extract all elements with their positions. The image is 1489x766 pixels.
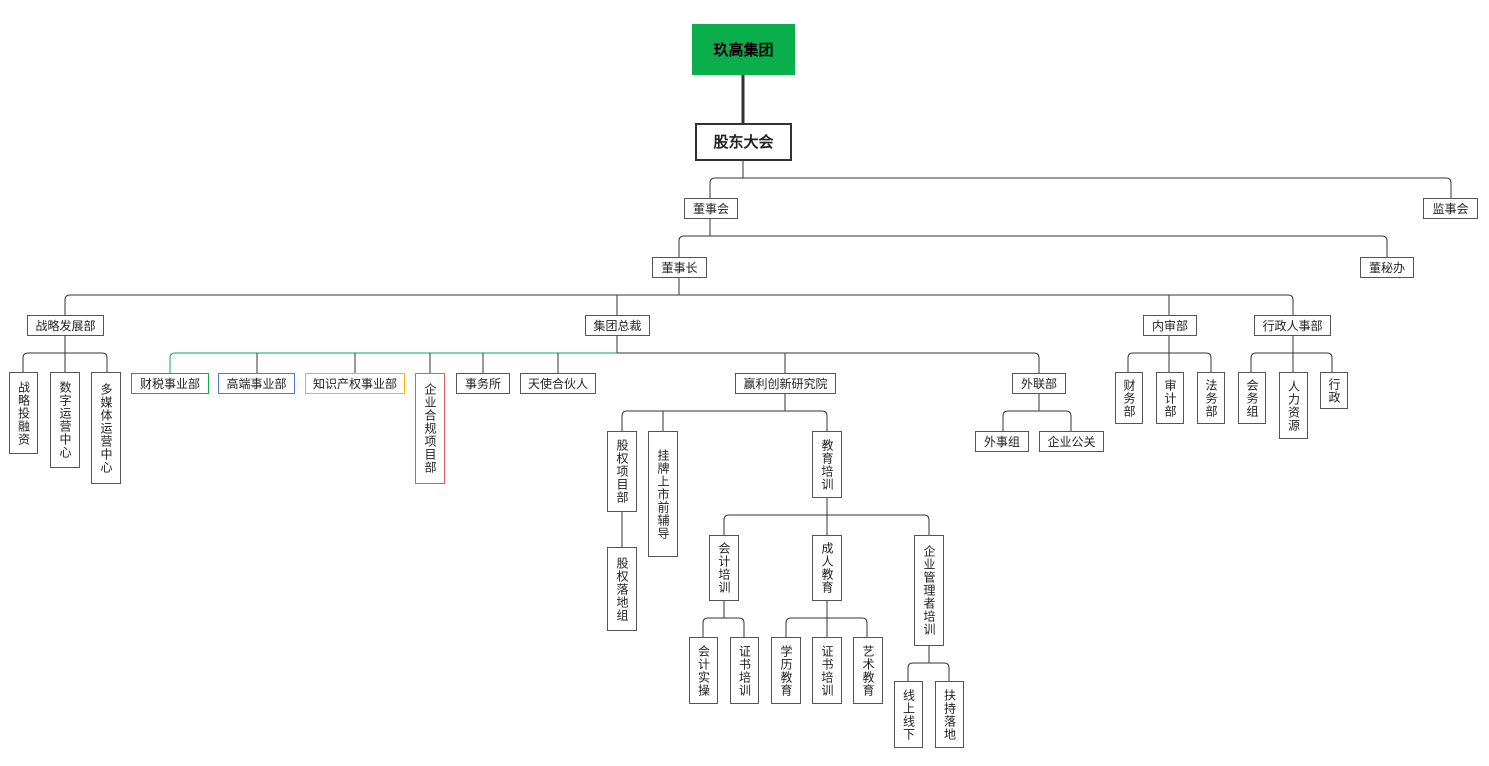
- edu-child-node: 会计培训: [709, 535, 739, 601]
- strategy-child-node: 多媒体运营中心: [91, 372, 121, 484]
- supervisors-node: 监事会: [1423, 198, 1478, 219]
- secretary-office-node: 董秘办: [1360, 257, 1414, 278]
- president-child-node: 知识产权事业部: [305, 373, 405, 394]
- audit-dept-node: 内审部: [1143, 315, 1197, 336]
- shareholders-meeting-node: 股东大会: [695, 123, 792, 161]
- institute-child-node: 教育培训: [812, 431, 842, 498]
- accounting-child-node: 证书培训: [730, 637, 759, 704]
- president-child-node: 企业合规项目部: [415, 373, 445, 484]
- edu-child-node: 企业管理者培训: [914, 535, 944, 646]
- liaison-child-node: 外事组: [975, 431, 1029, 452]
- president-child-node: 天使合伙人: [520, 373, 596, 394]
- institute-child-node: 股权项目部: [607, 431, 637, 512]
- audit-child-node: 审计部: [1156, 372, 1184, 424]
- mgmt-training-child-node: 线上线下: [894, 681, 923, 748]
- equity-landing-node: 股权落地组: [607, 547, 637, 631]
- chairman-node: 董事长: [652, 257, 707, 278]
- group-root-node: 玖高集团: [692, 24, 795, 75]
- accounting-child-node: 会计实操: [689, 637, 718, 704]
- president-node: 集团总裁: [585, 315, 650, 336]
- strategy-dept-node: 战略发展部: [27, 315, 104, 336]
- strategy-child-node: 数字运营中心: [50, 372, 80, 468]
- president-child-node: 事务所: [456, 373, 510, 394]
- adult-edu-child-node: 艺术教育: [853, 637, 883, 704]
- audit-child-node: 法务部: [1197, 372, 1225, 424]
- president-child-node: 赢利创新研究院: [735, 373, 836, 394]
- president-child-node: 外联部: [1012, 373, 1066, 394]
- adult-edu-child-node: 学历教育: [771, 637, 801, 704]
- board-node: 董事会: [684, 198, 738, 219]
- edu-child-node: 成人教育: [812, 535, 842, 601]
- admin-child-node: 行政: [1320, 372, 1348, 409]
- mgmt-training-child-node: 扶持落地: [935, 681, 964, 748]
- institute-child-node: 挂牌上市前辅导: [648, 431, 678, 557]
- admin-child-node: 会务组: [1238, 372, 1266, 424]
- audit-child-node: 财务部: [1115, 372, 1143, 424]
- president-child-node: 高端事业部: [218, 373, 295, 394]
- admin-hr-dept-node: 行政人事部: [1254, 315, 1331, 336]
- adult-edu-child-node: 证书培训: [812, 637, 842, 704]
- liaison-child-node: 企业公关: [1039, 431, 1104, 452]
- president-child-node: 财税事业部: [131, 373, 209, 394]
- strategy-child-node: 战略投融资: [9, 372, 38, 454]
- admin-child-node: 人力资源: [1279, 372, 1308, 439]
